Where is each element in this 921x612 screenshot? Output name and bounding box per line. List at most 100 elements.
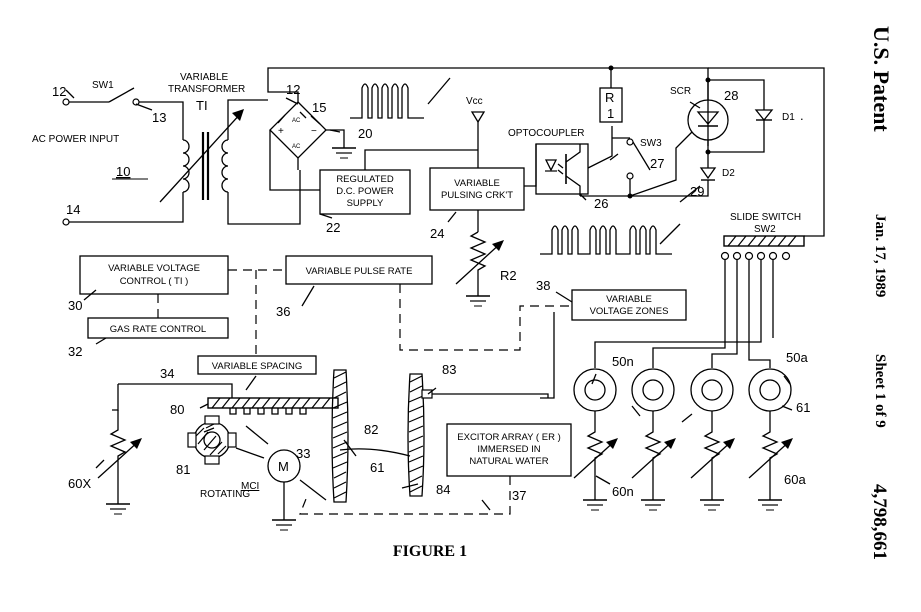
ref-24: 24	[430, 226, 444, 241]
motor-label: M	[278, 459, 289, 474]
figure-caption: FIGURE 1	[393, 543, 467, 560]
spacing-arc	[339, 448, 411, 457]
r2-label: R2	[500, 268, 517, 283]
pulsing-circuit-box	[429, 167, 525, 211]
ref-12b: 12	[286, 82, 300, 97]
patent-sheet: Sheet 1 of 9	[872, 354, 888, 428]
ref-36: 36	[276, 304, 290, 319]
r1-label-a: R	[605, 90, 614, 105]
ref-13: 13	[152, 110, 166, 125]
excitor-array-box	[446, 423, 572, 477]
ref-26: 26	[594, 196, 608, 211]
box-texts: REGULATED D.C. POWER SUPPLY VARIABLE PUL…	[108, 174, 668, 467]
ac-power-input-label: AC POWER INPUT	[32, 134, 119, 145]
ref-38: 38	[536, 278, 550, 293]
ref-12a: 12	[52, 84, 66, 99]
pulse-rate-box	[285, 255, 433, 285]
vcc-label: Vcc	[466, 96, 483, 107]
mechanical-assembly	[97, 369, 549, 531]
ref-14: 14	[66, 202, 80, 217]
pulse-rate-text: VARIABLE PULSE RATE	[306, 266, 413, 277]
ref-30: 30	[68, 298, 82, 313]
waveform-bottom	[540, 225, 672, 255]
power-supply-text-1: REGULATED	[336, 174, 394, 185]
scr-label: SCR	[670, 86, 691, 97]
sw1-label: SW1	[92, 80, 114, 91]
patent-title: U.S. Patent	[869, 26, 894, 132]
ref-60x: 60X	[68, 476, 91, 491]
ref-37: 37	[512, 488, 526, 503]
ref-50n: 50n	[612, 354, 634, 369]
pulsing-text-2: PULSING CRK'T	[441, 190, 513, 201]
voltage-zones-box	[571, 289, 687, 321]
ref-83: 83	[442, 362, 456, 377]
voltage-control-text-2: CONTROL ( TI )	[120, 276, 189, 287]
ref-20: 20	[358, 126, 372, 141]
rotating-label: ROTATING	[200, 489, 250, 500]
mci-label: MCI	[241, 481, 259, 492]
optocoupler-box	[535, 143, 589, 195]
patent-date: Jan. 17, 1989	[872, 214, 888, 297]
ref-80: 80	[170, 402, 184, 417]
ac-bottom-label: AC	[292, 144, 301, 150]
control-blocks	[79, 255, 687, 515]
ref-28: 28	[724, 88, 738, 103]
ref-84: 84	[436, 482, 450, 497]
ac-input-section	[62, 87, 301, 226]
variable-transformer-label-2: TRANSFORMER	[168, 84, 245, 95]
text-labels: SW1 VARIABLE TRANSFORMER TI AC POWER INP…	[32, 72, 801, 500]
slide-switch-bar	[723, 235, 805, 247]
variable-transformer-label-1: VARIABLE	[180, 72, 228, 83]
excitor-text-1: EXCITOR ARRAY ( ER )	[457, 432, 560, 443]
scr-section	[629, 77, 774, 197]
ref-60n: 60n	[612, 484, 634, 499]
power-supply-text-2: D.C. POWER	[336, 186, 394, 197]
voltage-control-text-1: VARIABLE VOLTAGE	[108, 263, 200, 274]
plate-82	[331, 369, 349, 503]
ref-34: 34	[160, 366, 174, 381]
patent-header: U.S. Patent Jan. 17, 1989 Sheet 1 of 9 4…	[869, 26, 894, 560]
r1-label-b: 1	[607, 106, 614, 121]
gas-rate-text: GAS RATE CONTROL	[110, 324, 206, 335]
leader-lines	[65, 89, 793, 511]
t1-label: TI	[196, 98, 208, 113]
ref-61a: 61	[370, 460, 384, 475]
ref-22: 22	[326, 220, 340, 235]
patent-number: 4,798,661	[869, 484, 890, 560]
spacing-text: VARIABLE SPACING	[212, 361, 302, 372]
excitor-text-2: IMMERSED IN	[477, 444, 540, 455]
slide-switch-label-2: SW2	[754, 224, 776, 235]
sw3-label: SW3	[640, 138, 662, 149]
plate-84	[407, 373, 425, 497]
pulsing-text-1: VARIABLE	[454, 178, 500, 189]
electrode-resistors	[573, 411, 793, 511]
ref-50a: 50a	[786, 350, 808, 365]
optocoupler-section	[535, 65, 651, 199]
bridge-rectifier	[267, 67, 709, 191]
reference-numerals: 12 12 13 14 15 10 20 22 24 26 27 28 29 3…	[52, 82, 810, 503]
ac-top-label: AC	[292, 118, 301, 124]
ref-82: 82	[364, 422, 378, 437]
voltage-control-box	[79, 255, 229, 295]
rack-80	[207, 397, 339, 409]
ref-27: 27	[650, 156, 664, 171]
t1-primary-coil	[182, 139, 190, 193]
waveform-top	[350, 83, 424, 119]
spacing-box	[197, 355, 317, 375]
waveforms	[350, 77, 681, 255]
slide-switch-label-1: SLIDE SWITCH	[730, 212, 801, 223]
sw1-blade	[108, 87, 135, 103]
voltage-zones-text-2: VOLTAGE ZONES	[590, 306, 669, 317]
ref-dot: .	[800, 108, 804, 123]
excitor-text-3: NATURAL WATER	[469, 456, 548, 467]
plus-label: +	[278, 126, 284, 137]
power-supply-text-3: SUPPLY	[347, 198, 384, 209]
minus-label: −	[311, 126, 317, 137]
ref-61b: 61	[796, 400, 810, 415]
t1-secondary-coil	[221, 139, 229, 193]
ref-10: 10	[116, 164, 130, 179]
gear-81	[187, 415, 237, 465]
voltage-zones-text-1: VARIABLE	[606, 294, 652, 305]
ref-32: 32	[68, 344, 82, 359]
